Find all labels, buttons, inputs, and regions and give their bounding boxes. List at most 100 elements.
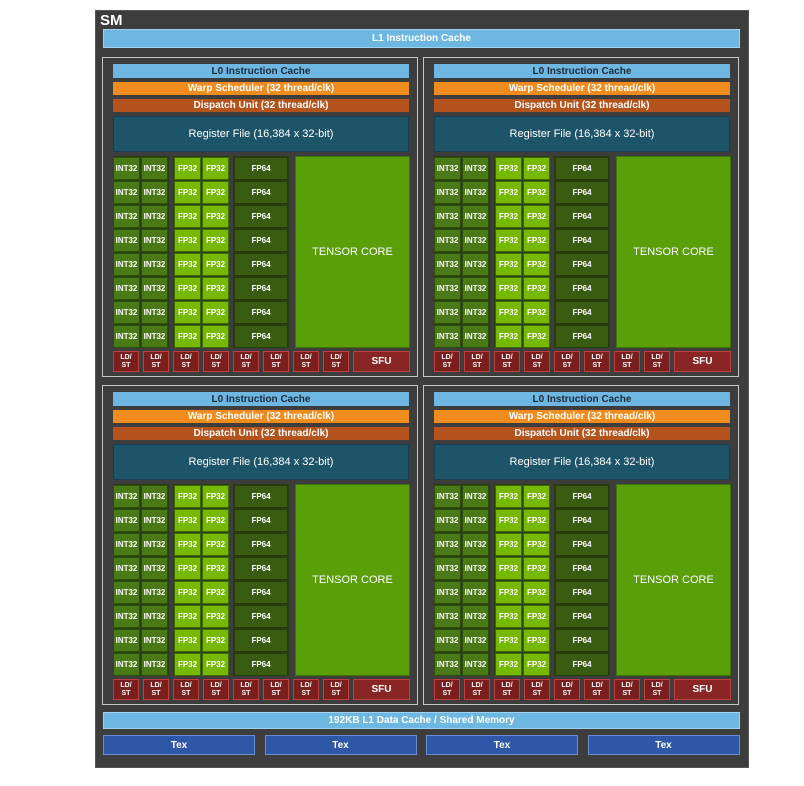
int32-core: INT32 [434, 253, 461, 276]
fp32-core: FP32 [495, 277, 522, 300]
fp32-core: FP32 [495, 325, 522, 348]
fp32-core: FP32 [523, 325, 550, 348]
tex-unit: Tex [264, 735, 417, 755]
ld-st-unit: LD/ ST [434, 679, 460, 700]
ld-st-unit: LD/ ST [323, 351, 349, 372]
fp32-core: FP32 [523, 581, 550, 604]
fp64-core: FP64 [555, 205, 609, 228]
int32-core: INT32 [113, 253, 140, 276]
fp32-core: FP32 [495, 581, 522, 604]
ld-st-unit: LD/ ST [263, 679, 289, 700]
warp-scheduler: Warp Scheduler (32 thread/clk) [434, 82, 730, 95]
fp32-core: FP32 [523, 181, 550, 204]
sm-title: SM [100, 12, 123, 29]
fp32-core: FP32 [174, 277, 201, 300]
tensor-core: TENSOR CORE [295, 156, 410, 348]
ld-st-unit: LD/ ST [233, 679, 259, 700]
fp32-core: FP32 [202, 629, 229, 652]
fp64-core: FP64 [555, 557, 609, 580]
fp32-core: FP32 [495, 605, 522, 628]
fp32-core: FP32 [523, 253, 550, 276]
ld-st-unit: LD/ ST [263, 351, 289, 372]
int32-core: INT32 [434, 325, 461, 348]
fp32-core: FP32 [174, 629, 201, 652]
fp64-core: FP64 [555, 629, 609, 652]
ld-st-unit: LD/ ST [323, 679, 349, 700]
int32-core: INT32 [141, 557, 168, 580]
fp32-core: FP32 [495, 229, 522, 252]
register-file: Register File (16,384 x 32-bit) [434, 444, 730, 480]
fp32-core: FP32 [523, 653, 550, 676]
int32-core: INT32 [434, 605, 461, 628]
int32-core: INT32 [141, 653, 168, 676]
fp64-core: FP64 [555, 229, 609, 252]
ld-st-unit: LD/ ST [434, 351, 460, 372]
ld-st-unit: LD/ ST [494, 679, 520, 700]
fp64-core: FP64 [234, 181, 288, 204]
fp64-core: FP64 [555, 301, 609, 324]
fp32-core: FP32 [495, 509, 522, 532]
int32-core: INT32 [462, 325, 489, 348]
int32-core: INT32 [434, 557, 461, 580]
int32-core: INT32 [113, 157, 140, 180]
dispatch-unit: Dispatch Unit (32 thread/clk) [113, 427, 409, 440]
int32-core: INT32 [113, 277, 140, 300]
fp32-core: FP32 [523, 157, 550, 180]
l0-instruction-cache: L0 Instruction Cache [113, 392, 409, 406]
int32-core: INT32 [434, 181, 461, 204]
int32-core: INT32 [462, 229, 489, 252]
fp64-core: FP64 [234, 325, 288, 348]
int32-core: INT32 [141, 301, 168, 324]
register-file: Register File (16,384 x 32-bit) [113, 444, 409, 480]
ld-st-unit: LD/ ST [293, 351, 319, 372]
fp64-core: FP64 [234, 605, 288, 628]
fp32-core: FP32 [202, 181, 229, 204]
fp64-core: FP64 [555, 533, 609, 556]
ld-st-unit: LD/ ST [143, 679, 169, 700]
tex-unit: Tex [103, 735, 255, 755]
tensor-core: TENSOR CORE [616, 156, 731, 348]
int32-core: INT32 [434, 485, 461, 508]
int32-core: INT32 [434, 277, 461, 300]
int32-core: INT32 [434, 205, 461, 228]
fp32-core: FP32 [495, 653, 522, 676]
ld-st-unit: LD/ ST [584, 679, 610, 700]
fp32-core: FP32 [523, 605, 550, 628]
ld-st-unit: LD/ ST [614, 351, 640, 372]
fp32-core: FP32 [174, 301, 201, 324]
fp64-core: FP64 [234, 629, 288, 652]
fp32-core: FP32 [202, 229, 229, 252]
int32-core: INT32 [141, 157, 168, 180]
int32-core: INT32 [113, 181, 140, 204]
ld-st-unit: LD/ ST [173, 679, 199, 700]
int32-core: INT32 [113, 301, 140, 324]
fp32-core: FP32 [202, 485, 229, 508]
fp64-core: FP64 [234, 557, 288, 580]
int32-core: INT32 [462, 653, 489, 676]
fp32-core: FP32 [495, 485, 522, 508]
fp32-core: FP32 [202, 277, 229, 300]
fp32-core: FP32 [174, 533, 201, 556]
ld-st-unit: LD/ ST [644, 351, 670, 372]
fp32-core: FP32 [174, 509, 201, 532]
fp64-core: FP64 [234, 301, 288, 324]
fp32-core: FP32 [495, 253, 522, 276]
ld-st-unit: LD/ ST [464, 679, 490, 700]
fp32-core: FP32 [495, 533, 522, 556]
fp64-core: FP64 [234, 485, 288, 508]
int32-core: INT32 [462, 557, 489, 580]
fp32-core: FP32 [523, 485, 550, 508]
fp32-core: FP32 [495, 205, 522, 228]
fp32-core: FP32 [202, 581, 229, 604]
fp32-core: FP32 [202, 653, 229, 676]
int32-core: INT32 [462, 277, 489, 300]
tensor-core: TENSOR CORE [295, 484, 410, 676]
warp-scheduler: Warp Scheduler (32 thread/clk) [113, 410, 409, 423]
fp64-core: FP64 [234, 277, 288, 300]
int32-core: INT32 [141, 509, 168, 532]
ld-st-unit: LD/ ST [494, 351, 520, 372]
sfu-unit: SFU [353, 351, 410, 372]
fp64-core: FP64 [555, 181, 609, 204]
